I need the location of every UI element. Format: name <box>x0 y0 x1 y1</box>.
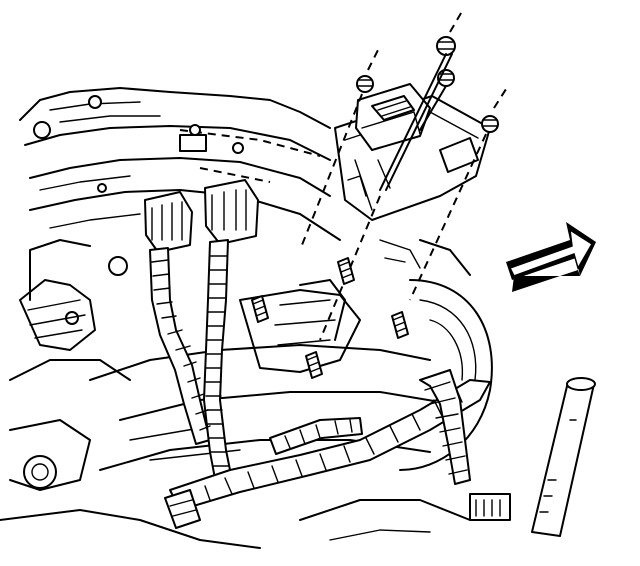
wiring-harness-connector-icon <box>144 179 491 529</box>
direction-arrow-icon <box>506 222 596 292</box>
threaded-stud-icon <box>251 257 409 379</box>
spark-plug-boot-icon <box>531 377 596 537</box>
mounting-bolt-icon <box>299 7 509 341</box>
ignition-control-module-icon <box>355 83 431 151</box>
engine-block-icon <box>0 87 511 549</box>
